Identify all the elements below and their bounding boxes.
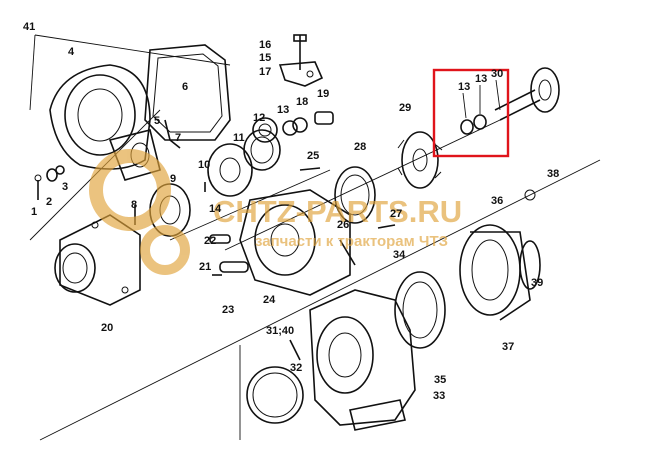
callout-13-highlight-a: 13 [458, 81, 470, 93]
frame-lines [29, 34, 601, 441]
watermark: CHTZ-PARTS.RU запчасти к тракторам ЧТЗ [89, 149, 462, 275]
callout-21: 21 [199, 261, 211, 273]
callout-16: 16 [259, 39, 271, 51]
part-16-17-bracket [278, 34, 324, 87]
watermark-tagline: запчасти к тракторам ЧТЗ [255, 233, 448, 250]
callout-27: 27 [390, 208, 402, 220]
parts-25-26-27 [299, 167, 396, 266]
part-28-ring [334, 166, 376, 224]
parts-12-13-18-19 [252, 111, 334, 143]
callout-15: 15 [259, 52, 271, 64]
callout-30: 30 [491, 68, 503, 80]
part-35-ring [394, 271, 446, 349]
part-6-gasket [144, 44, 231, 141]
part-29-gear [397, 131, 443, 189]
callout-36: 36 [491, 195, 503, 207]
callout-38: 38 [547, 168, 559, 180]
callout-13-upper: 13 [277, 104, 289, 116]
callout-8: 8 [131, 199, 137, 211]
callout-22: 22 [204, 235, 216, 247]
callout-3: 3 [62, 181, 68, 193]
callout-26: 26 [337, 219, 349, 231]
callout-32: 32 [290, 362, 302, 374]
highlight-box [432, 68, 510, 158]
watermark-brand: CHTZ-PARTS.RU [213, 194, 462, 229]
callout-18: 18 [296, 96, 308, 108]
callout-2: 2 [46, 196, 52, 208]
small-fasteners [34, 119, 181, 200]
callout-labels: 41 4 6 16 15 17 5 7 3 2 1 12 13 18 19 11… [23, 21, 559, 402]
callout-7: 7 [175, 132, 181, 144]
callout-34: 34 [393, 249, 406, 261]
callout-25: 25 [307, 150, 319, 162]
callout-41: 41 [23, 21, 35, 33]
callout-39: 39 [531, 277, 543, 289]
callout-11: 11 [233, 132, 245, 144]
callout-31-40: 31;40 [266, 325, 294, 337]
callout-28: 28 [354, 141, 366, 153]
part-30-shaft [460, 67, 560, 135]
callout-24: 24 [263, 294, 276, 306]
part-33-housing [309, 289, 416, 431]
parts-21-23-pins [209, 234, 249, 276]
callout-20: 20 [101, 322, 113, 334]
part-24-plate [239, 189, 351, 296]
parts-31-32-40 [246, 339, 304, 424]
callout-12: 12 [253, 112, 265, 124]
callout-4: 4 [68, 46, 75, 58]
callout-9: 9 [170, 173, 176, 185]
callout-6: 6 [182, 81, 188, 93]
callout-1: 1 [31, 206, 37, 218]
callout-19: 19 [317, 88, 329, 100]
callout-35: 35 [434, 374, 446, 386]
parts-36-37-39 [459, 189, 541, 321]
callout-13-highlight-b: 13 [475, 73, 487, 85]
part-9-cover [204, 143, 253, 197]
highlighted-callouts: 13 13 30 [458, 68, 503, 119]
callout-10: 10 [198, 159, 210, 171]
callout-29: 29 [399, 102, 411, 114]
watermark-gear-icon [89, 149, 190, 275]
callout-37: 37 [502, 341, 514, 353]
part-11-gasket [243, 129, 281, 171]
callout-14: 14 [209, 203, 222, 215]
callout-23: 23 [222, 304, 234, 316]
callout-5: 5 [154, 115, 160, 127]
callout-17: 17 [259, 66, 271, 78]
callout-33: 33 [433, 390, 445, 402]
